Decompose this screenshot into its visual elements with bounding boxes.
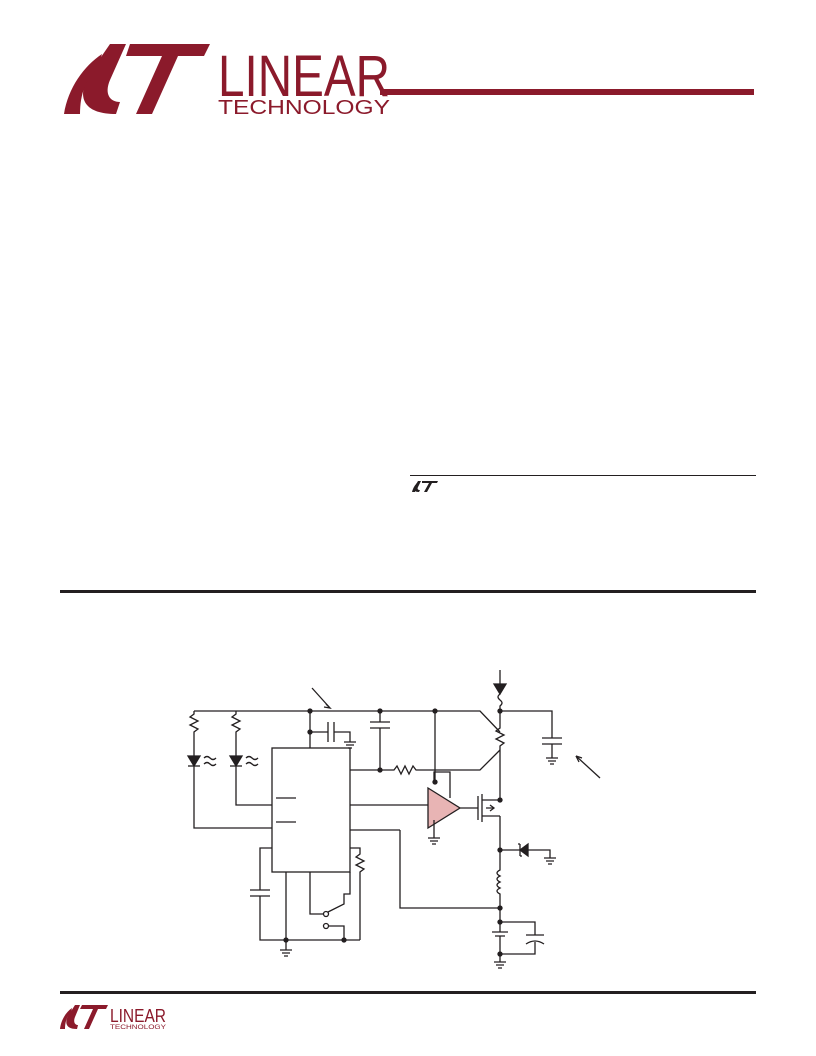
lt-mini-logo-icon: [412, 481, 438, 492]
trademark-rule: [410, 475, 756, 476]
led-branch-1: [186, 711, 272, 829]
header-rule: [380, 89, 754, 95]
linear-technology-footer-logo: LINEAR TECHNOLOGY: [60, 1005, 167, 1031]
circuit-schematic-icon: [186, 670, 601, 969]
feedback-resistor: [350, 749, 501, 776]
lt-logo-icon: [64, 44, 210, 114]
inductor: [496, 850, 502, 908]
lt-logo-icon: [60, 1005, 108, 1029]
footer-logo-word-linear: LINEAR: [110, 1006, 166, 1026]
mosfet: [460, 794, 500, 822]
error-amplifier: [427, 786, 462, 830]
linear-technology-logo: LINEAR TECHNOLOGY: [64, 44, 390, 118]
led-branch-2: [228, 711, 272, 806]
top-rail: [194, 710, 501, 733]
battery: [492, 908, 508, 954]
ic-block: [271, 747, 351, 873]
footer-logo-word-technology: TECHNOLOGY: [110, 1024, 167, 1031]
section-rule: [60, 590, 756, 593]
sense-resistor: [494, 711, 506, 800]
logo-word-linear: LINEAR: [218, 44, 390, 109]
logo-word-technology: TECHNOLOGY: [218, 97, 390, 118]
footer-rule: [60, 991, 756, 994]
